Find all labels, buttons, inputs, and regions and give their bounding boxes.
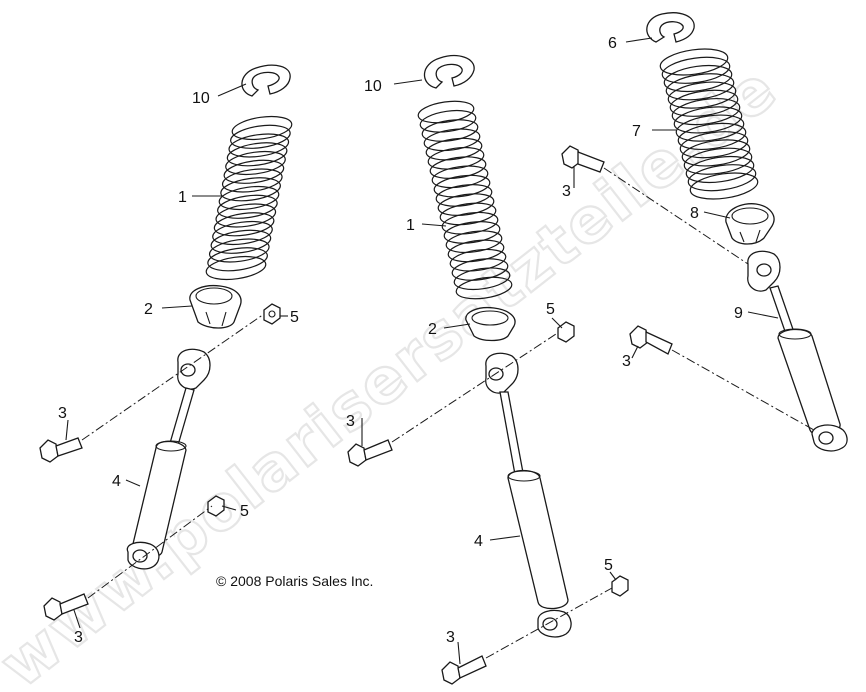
- callout-center-upper-nut: 5: [546, 301, 555, 318]
- callout-right-spring: 7: [632, 123, 641, 140]
- callout-left-lower-bolt: 3: [74, 629, 83, 646]
- left-upper-nut: [263, 303, 281, 325]
- right-upper-bolt: [561, 145, 605, 173]
- callout-left-spring: 1: [178, 189, 187, 206]
- leader-lines: [65, 37, 779, 665]
- left-clip: [241, 64, 291, 97]
- left-spring: [205, 115, 293, 281]
- right-retainer: [725, 203, 775, 245]
- center-shock: [485, 352, 572, 638]
- callout-left-shock: 4: [112, 473, 121, 490]
- center-lower-bolt: [441, 655, 487, 685]
- left-lower-bolt: [43, 593, 89, 621]
- callout-center-lower-nut: 5: [604, 557, 613, 574]
- callout-left-clip: 10: [192, 90, 210, 107]
- callout-center-retainer: 2: [428, 321, 437, 338]
- callout-right-retainer: 8: [690, 205, 699, 222]
- center-retainer: [465, 306, 516, 342]
- callout-right-upper-bolt: 3: [562, 183, 571, 200]
- right-shock: [747, 250, 848, 452]
- callout-center-spring: 1: [406, 217, 415, 234]
- callout-left-lower-nut: 5: [240, 503, 249, 520]
- callout-center-lower-bolt: 3: [446, 629, 455, 646]
- left-lower-nut: [207, 495, 225, 517]
- callout-center-upper-bolt: 3: [346, 413, 355, 430]
- center-clip: [423, 55, 475, 89]
- right-lower-bolt: [629, 325, 673, 355]
- callout-left-retainer: 2: [144, 301, 153, 318]
- right-clip: [646, 12, 695, 43]
- watermark: www.polarisersatzteile.de: [0, 51, 791, 692]
- left-upper-bolt: [39, 437, 83, 463]
- callout-right-shock: 9: [734, 305, 743, 322]
- callout-right-lower-bolt: 3: [622, 353, 631, 370]
- callout-center-clip: 10: [364, 78, 382, 95]
- center-spring: [417, 100, 513, 300]
- center-lower-nut: [611, 575, 629, 597]
- right-spring: [659, 48, 759, 200]
- copyright-notice: © 2008 Polaris Sales Inc.: [216, 573, 373, 589]
- center-upper-bolt: [347, 439, 393, 467]
- callout-left-upper-bolt: 3: [58, 405, 67, 422]
- callout-left-upper-nut: 5: [290, 309, 299, 326]
- callout-right-clip: 6: [608, 35, 617, 52]
- left-retainer: [189, 284, 242, 329]
- left-shock: [126, 348, 211, 570]
- center-upper-nut: [557, 321, 575, 343]
- callout-center-shock: 4: [474, 533, 483, 550]
